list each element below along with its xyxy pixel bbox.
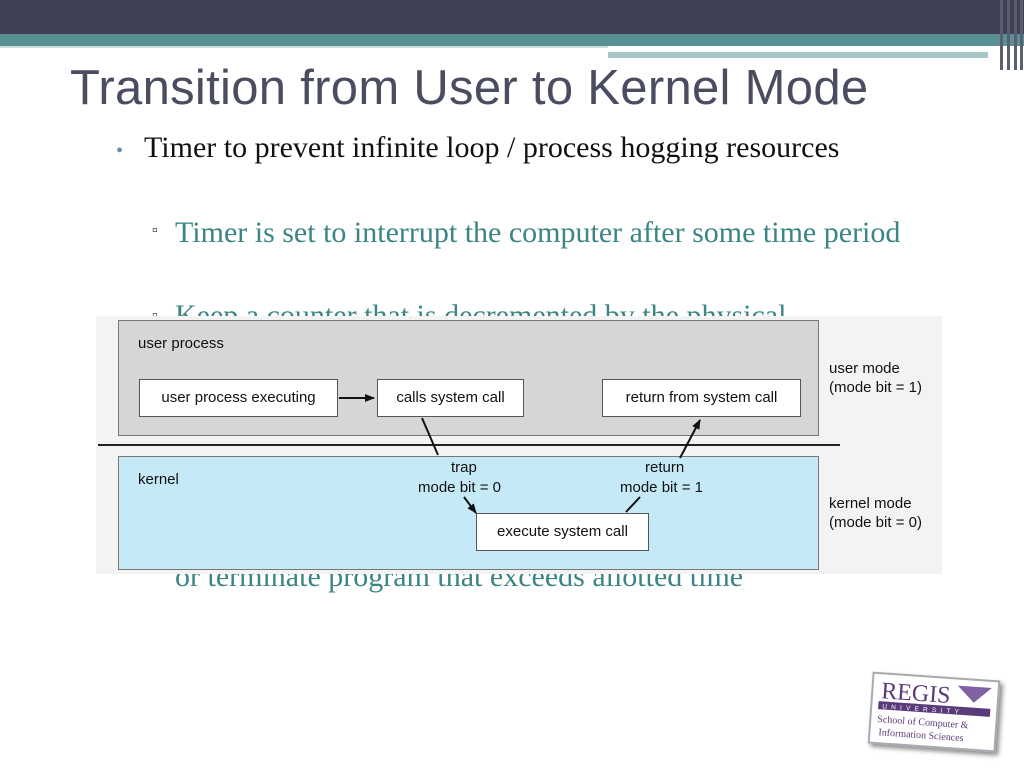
slide-title: Transition from User to Kernel Mode [70,61,869,115]
header-light-band [0,46,608,48]
sub-bullet-marker: ▫ [152,222,158,239]
header-teal-band [0,34,1024,46]
kernel-mode-label: kernel mode (mode bit = 0) [829,494,922,532]
kernel-mode-bit: (mode bit = 0) [829,514,922,531]
mode-separator-line [98,444,840,446]
arrow-trap-upper [421,417,439,456]
user-mode-title: user mode [829,360,900,377]
return-from-system-call-box: return from system call [602,379,801,417]
return-mode-bit-label: mode bit = 1 [620,479,703,496]
user-mode-label: user mode (mode bit = 1) [829,359,922,397]
execute-system-call-box: execute system call [476,513,649,551]
sub-bullet-text: Timer is set to interrupt the computer a… [175,216,901,249]
sub-bullet-marker: ▫ [152,307,158,325]
user-mode-bit: (mode bit = 1) [829,379,922,396]
arrow-return-upper [679,419,701,459]
header-dark-band [0,0,1024,34]
bullet-marker: • [116,140,124,162]
arrow-trap-lower [463,496,477,514]
regis-university-logo: REGIS UNIVERSITY School of Computer & In… [867,671,1001,753]
kernel-area-label: kernel [138,471,179,488]
calls-system-call-box: calls system call [377,379,524,417]
user-area-label: user process [138,335,224,352]
kernel-mode-title: kernel mode [829,495,912,512]
arrow-return-lower [625,496,641,513]
header-accent-line [608,52,988,58]
user-process-executing-box: user process executing [139,379,338,417]
return-label: return [645,459,685,476]
logo-university: UNIVERSITY [882,703,963,716]
header-vertical-bars [998,0,1024,70]
bullet-text: Timer to prevent infinite loop / process… [144,131,840,164]
trap-label: trap [451,459,477,476]
regis-logo-graphic: REGIS UNIVERSITY School of Computer & In… [877,678,992,744]
trap-mode-bit-label: mode bit = 0 [418,479,501,496]
